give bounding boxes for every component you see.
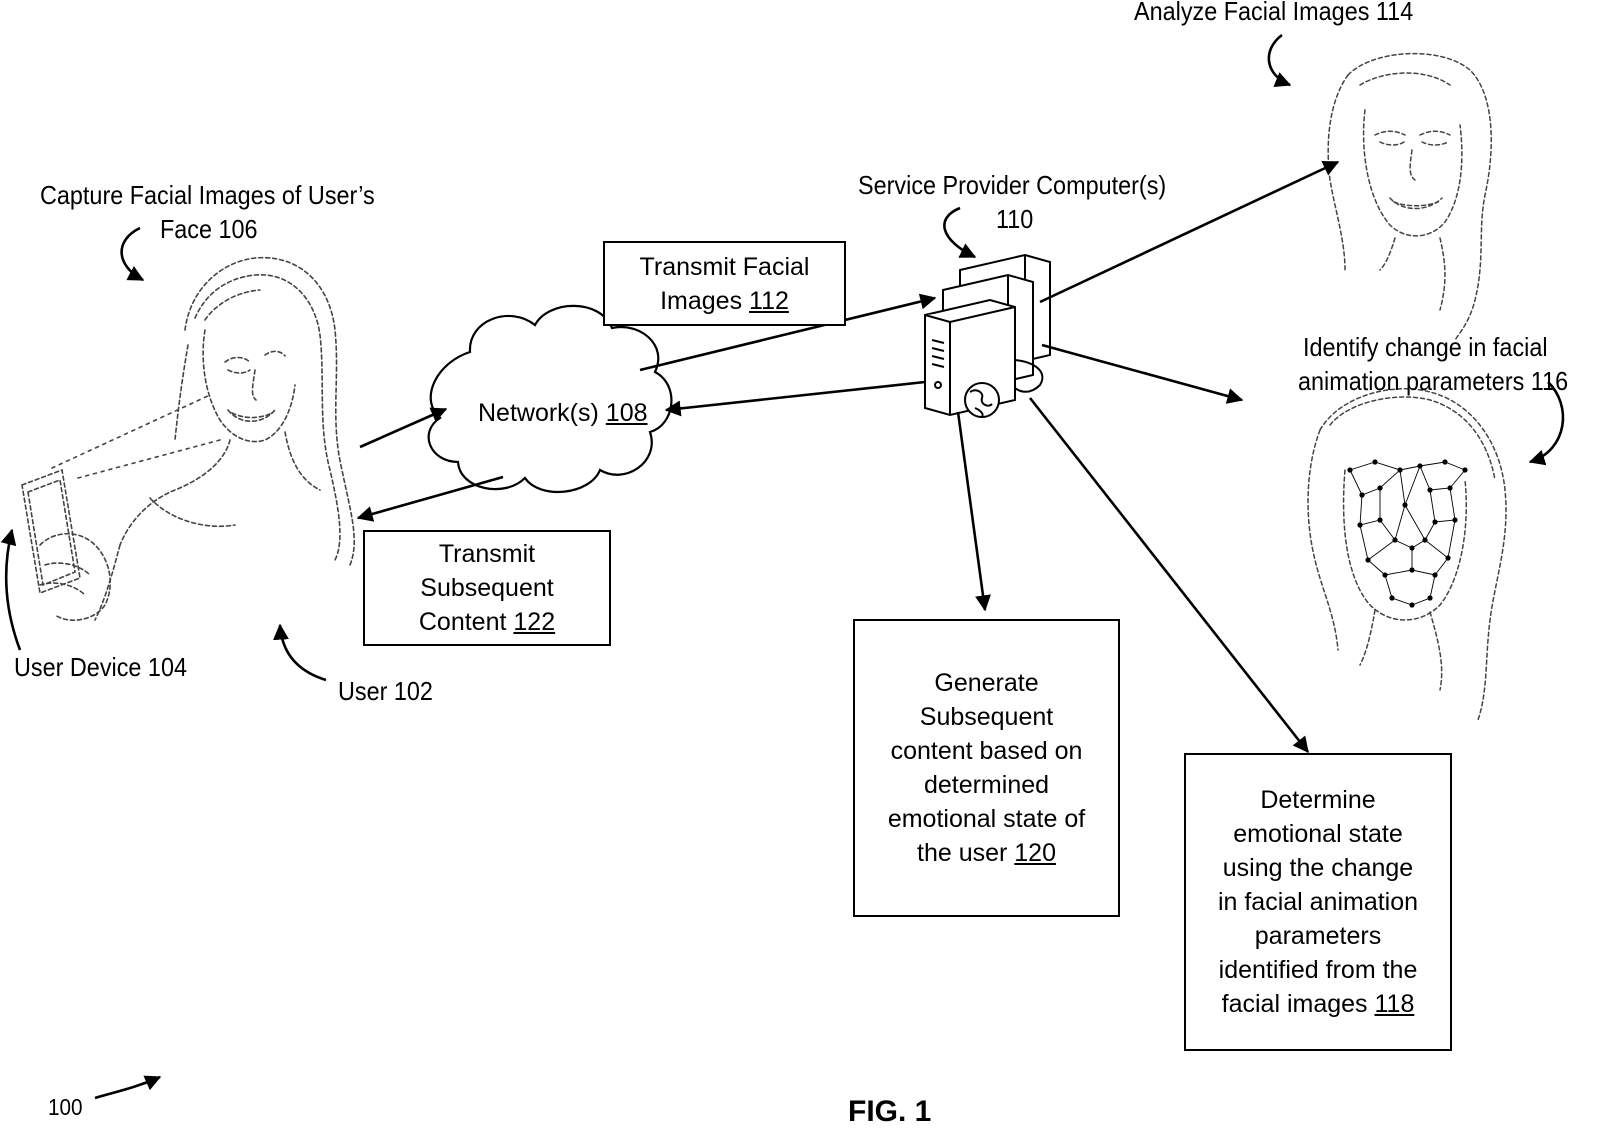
generate-line5: emotional state of xyxy=(887,805,1086,833)
generate-line1: Generate xyxy=(934,669,1039,697)
transmit-facial-line2: Images 112 xyxy=(660,286,789,315)
curved-arrow-icon xyxy=(0,33,1565,1100)
determine-emotional-state-box: Determine emotional state using the chan… xyxy=(1184,753,1452,1051)
generate-line6: the user 120 xyxy=(917,839,1056,867)
determine-line1: Determine xyxy=(1260,786,1376,814)
generate-line3: content based on xyxy=(890,737,1083,765)
connector-arrows xyxy=(356,160,1340,754)
generate-ref: 120 xyxy=(1014,839,1056,867)
user-label: User 102 xyxy=(338,676,433,706)
service-provider-label-line2: 110 xyxy=(996,204,1034,234)
transmit-subsequent-ref: 122 xyxy=(513,608,556,636)
figure-ref-label: 100 xyxy=(48,1094,83,1120)
facial-mesh-icon xyxy=(1307,388,1507,721)
generate-content-box: Generate Subsequent content based on det… xyxy=(853,619,1120,917)
cloud-network-icon xyxy=(427,304,673,494)
determine-line2: emotional state xyxy=(1233,820,1403,848)
network-ref: 108 xyxy=(605,399,648,427)
transmit-subsequent-line3: Content 122 xyxy=(418,608,556,636)
capture-label-line2: Face 106 xyxy=(160,214,258,244)
network-label: Network(s) 108 xyxy=(478,398,648,428)
face-sketch-icon xyxy=(1327,52,1492,341)
user-sketch-icon xyxy=(21,256,355,621)
transmit-subsequent-line1: Transmit xyxy=(438,540,536,568)
network-name: Network(s) xyxy=(478,399,599,427)
determine-ref: 118 xyxy=(1374,990,1415,1018)
determine-line7: facial images 118 xyxy=(1221,990,1415,1018)
determine-line5: parameters xyxy=(1254,922,1382,950)
transmit-facial-line1: Transmit Facial xyxy=(639,252,810,281)
identify-label-line2: animation parameters 116 xyxy=(1298,366,1569,396)
determine-line4: in facial animation xyxy=(1217,888,1419,916)
transmit-facial-ref: 112 xyxy=(749,286,789,315)
server-stack-icon xyxy=(924,253,1051,417)
generate-line2: Subsequent xyxy=(919,703,1054,731)
transmit-subsequent-line2: Subsequent xyxy=(420,574,554,602)
user-device-label: User Device 104 xyxy=(14,652,187,682)
analyze-label: Analyze Facial Images 114 xyxy=(1134,0,1414,26)
service-provider-label-line1: Service Provider Computer(s) xyxy=(858,170,1167,200)
determine-line3: using the change xyxy=(1222,854,1414,882)
transmit-subsequent-content-box: Transmit Subsequent Content 122 xyxy=(363,530,611,646)
capture-label-line1: Capture Facial Images of User’s xyxy=(40,180,375,210)
globe-icon xyxy=(964,382,1000,418)
figure-title: FIG. 1 xyxy=(848,1095,932,1128)
determine-line6: identified from the xyxy=(1218,956,1418,984)
generate-line4: determined xyxy=(923,771,1050,799)
identify-label-line1: Identify change in facial xyxy=(1303,332,1548,362)
transmit-facial-images-box: Transmit Facial Images 112 xyxy=(603,241,846,326)
